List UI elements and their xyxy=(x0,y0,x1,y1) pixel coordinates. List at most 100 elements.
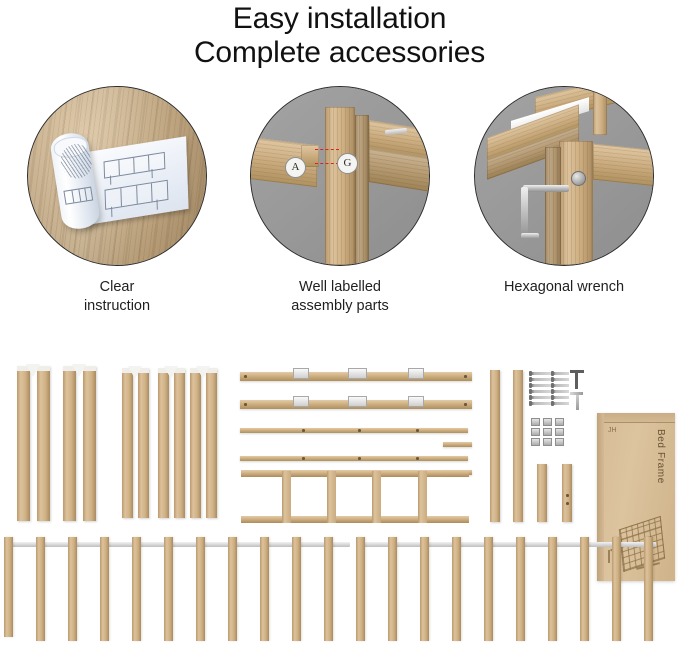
feature-hex-wrench: Hexagonal wrench xyxy=(464,86,664,297)
slat-8 xyxy=(228,537,237,641)
screw-11 xyxy=(551,395,569,399)
slat-strap-right xyxy=(356,542,656,547)
nut-8 xyxy=(543,438,552,446)
slat-20 xyxy=(612,537,621,641)
leg-post-short-2 xyxy=(158,368,169,518)
leg-notch-2 xyxy=(72,364,86,377)
slat-17 xyxy=(516,537,525,641)
title-line-1: Easy installation xyxy=(232,2,447,35)
bolt-long-shaft xyxy=(576,392,579,410)
nut-6 xyxy=(555,428,564,436)
bolt-long-head xyxy=(570,392,583,395)
vertical-slat-1 xyxy=(490,370,500,522)
frame-right-rail xyxy=(593,143,653,187)
vertical-slat-2 xyxy=(513,370,523,522)
slat-19 xyxy=(580,537,589,641)
alignment-line-upper xyxy=(315,149,339,150)
manual-small-diagram xyxy=(63,186,94,205)
rail-bracket-2a xyxy=(293,396,309,407)
rail-bracket-2b xyxy=(348,396,367,407)
center-frame-rung-1 xyxy=(282,471,291,523)
slat-21 xyxy=(644,537,653,641)
screw-4 xyxy=(529,389,551,393)
slat-14 xyxy=(420,537,429,641)
box-art-leg-2 xyxy=(608,550,610,563)
leg-post-tall-2 xyxy=(63,366,76,521)
feature-image-hex-wrench xyxy=(474,86,654,266)
support-rail-2 xyxy=(240,456,468,461)
manual-diagram-bottom xyxy=(104,179,169,210)
leg-post-tall-2b xyxy=(83,366,96,521)
slat-5 xyxy=(132,537,141,641)
short-rail-1 xyxy=(443,442,472,447)
slat-strap-left xyxy=(6,542,350,547)
leg-post-short-3 xyxy=(190,368,201,518)
corner-post-side xyxy=(545,147,561,265)
vertical-post-side xyxy=(355,115,369,265)
center-frame-rung-3 xyxy=(372,471,381,523)
part-label-g: G xyxy=(337,153,358,174)
rail-bracket-1b xyxy=(348,368,367,379)
screw-6 xyxy=(529,401,551,405)
hex-wrench-long-arm xyxy=(521,187,528,239)
brand-logo: JH xyxy=(608,427,617,434)
caption-line-2: assembly parts xyxy=(291,297,389,314)
slat-16 xyxy=(484,537,493,641)
slat-18 xyxy=(548,537,557,641)
leg-post-short-1b xyxy=(138,368,149,518)
leg-notch-1 xyxy=(26,364,40,377)
manual-diagram-top xyxy=(103,151,166,179)
support-rail-1 xyxy=(240,428,468,433)
packaging-box: JH Bed Frame xyxy=(597,413,675,581)
slat-15 xyxy=(452,537,461,641)
slat-10 xyxy=(292,537,301,641)
screw-7 xyxy=(551,371,569,375)
rail-bracket-1a xyxy=(293,368,309,379)
slat-6 xyxy=(164,537,173,641)
slat-9 xyxy=(260,537,269,641)
caption-line-1: Hexagonal wrench xyxy=(503,279,625,295)
nut-4 xyxy=(531,428,540,436)
part-label-a: A xyxy=(285,157,306,178)
nut-7 xyxy=(531,438,540,446)
slat-4 xyxy=(100,537,109,641)
leg-post-tall-1b xyxy=(37,366,50,521)
leg-post-short-3b xyxy=(206,368,217,518)
slat-11 xyxy=(324,537,333,641)
nut-9 xyxy=(555,438,564,446)
parts-layout: JH Bed Frame xyxy=(0,358,679,671)
screw-head xyxy=(571,171,586,186)
nut-3 xyxy=(555,418,564,426)
box-top-flap xyxy=(597,413,675,423)
corner-post xyxy=(559,141,593,265)
leg-post-tall-1 xyxy=(17,366,30,521)
feature-image-labelled-parts: A G xyxy=(250,86,430,266)
center-frame-top-rail xyxy=(241,470,469,477)
title-line-2: Complete accessories xyxy=(193,35,486,69)
leg-post-short-2b xyxy=(174,368,185,518)
slat-3 xyxy=(68,537,77,641)
hex-wrench-short-arm xyxy=(523,185,569,192)
feature-caption-labelled-parts: Well labelled assembly parts xyxy=(240,278,440,315)
alignment-line-lower xyxy=(315,163,339,164)
feature-clear-instruction: Clear instruction xyxy=(17,86,217,315)
screw-9 xyxy=(551,383,569,387)
screw-10 xyxy=(551,389,569,393)
box-product-label: Bed Frame xyxy=(655,429,666,484)
nut-1 xyxy=(531,418,540,426)
screw-8 xyxy=(551,377,569,381)
feature-labelled-parts: A G Well labelled assembly parts xyxy=(240,86,440,315)
leg-notch-4 xyxy=(164,366,178,379)
feature-caption-hex-wrench: Hexagonal wrench xyxy=(464,278,664,297)
screw-3 xyxy=(529,383,551,387)
screw-12 xyxy=(551,401,569,405)
short-block-2 xyxy=(562,464,572,522)
caption-line-1: Clear xyxy=(99,279,135,295)
nut-5 xyxy=(543,428,552,436)
slat-13 xyxy=(388,537,397,641)
rail-bracket-2c xyxy=(408,396,424,407)
slat-roll xyxy=(0,537,679,657)
center-frame-bottom-rail xyxy=(241,516,469,523)
nut-2 xyxy=(543,418,552,426)
vertical-post xyxy=(325,107,355,265)
